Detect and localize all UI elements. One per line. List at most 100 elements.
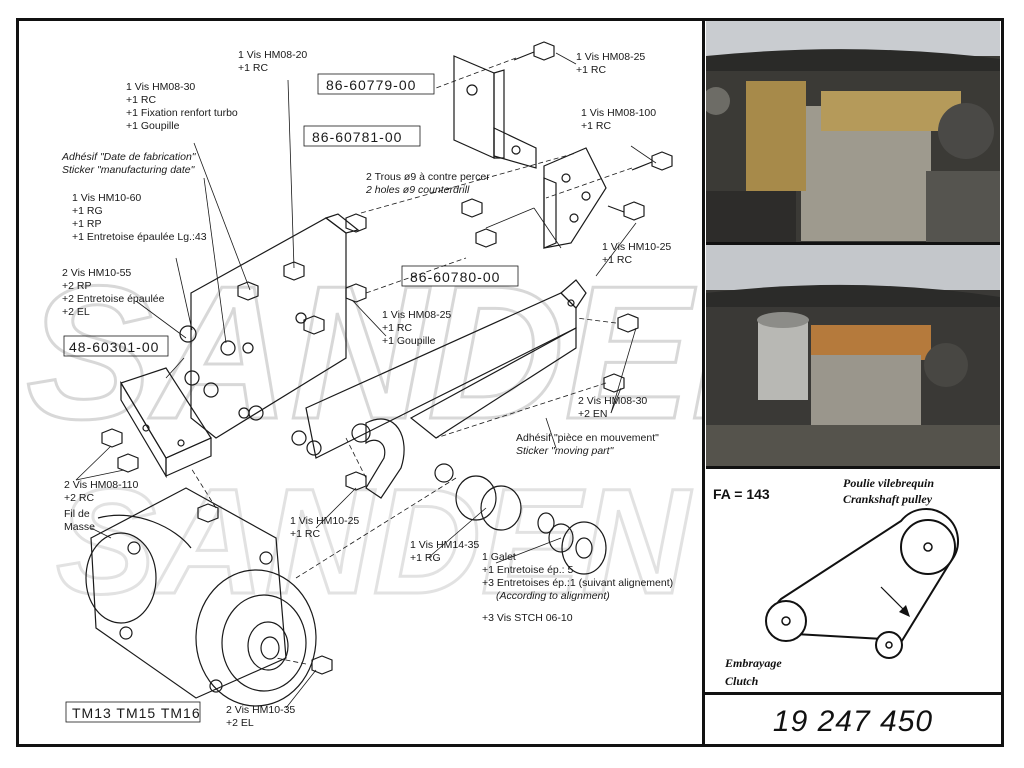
svg-text:+2 Entretoise épaulée: +2 Entretoise épaulée (62, 293, 165, 305)
svg-text:+1 RC: +1 RC (602, 254, 632, 266)
bolts (101, 41, 673, 675)
svg-text:48-60301-00: 48-60301-00 (69, 339, 159, 355)
svg-text:2 Vis HM10-55: 2 Vis HM10-55 (62, 267, 131, 279)
callout-hm08-20: 1 Vis HM08-20 +1 RC (238, 49, 307, 74)
exploded-diagram: SANDEN SANDEN (25, 41, 704, 729)
svg-text:Sticker "manufacturing date": Sticker "manufacturing date" (62, 164, 196, 176)
bracket-plate-top (453, 55, 537, 169)
svg-text:1 Vis HM10-60: 1 Vis HM10-60 (72, 192, 141, 204)
svg-text:+1 Goupille: +1 Goupille (382, 335, 436, 347)
reference-number-drawing: 19 247 450 (773, 705, 933, 738)
belt-routing-diagram: FA = 143 Poulie vilebrequin Crankshaft p… (713, 476, 959, 688)
svg-text:Sticker "moving part": Sticker "moving part" (516, 445, 615, 457)
svg-text:1 Vis HM08-25: 1 Vis HM08-25 (576, 51, 645, 63)
callout-hm08-100: 1 Vis HM08-100 +1 RC (581, 107, 656, 132)
photo-1-drawing (706, 21, 1000, 242)
idler-pulley (875, 631, 903, 659)
svg-text:+1 RG: +1 RG (72, 205, 103, 217)
crankshaft-pulley (900, 519, 956, 575)
svg-text:+3 Vis STCH 06-10: +3 Vis STCH 06-10 (482, 612, 573, 624)
svg-text:2 Vis HM08-30: 2 Vis HM08-30 (578, 395, 647, 407)
callout-hm10-55: 2 Vis HM10-55 +2 RP +2 Entretoise épaulé… (62, 267, 165, 318)
callout-hm14-35: 1 Vis HM14-35 +1 RG (410, 539, 479, 564)
clutch-label-fr: Embrayage (724, 656, 782, 670)
idler-assembly (365, 418, 607, 575)
installation-photo-top (706, 21, 1000, 245)
callout-moving-part: Adhésif "pièce en mouvement" Sticker "mo… (516, 432, 659, 457)
svg-text:+1 Entretoise épaulée Lg.:43: +1 Entretoise épaulée Lg.:43 (72, 231, 207, 243)
svg-text:+1 RC: +1 RC (382, 322, 412, 334)
svg-text:+1 RC: +1 RC (126, 94, 156, 106)
compressor (85, 487, 317, 707)
callout-hm08-30-turbo: 1 Vis HM08-30 +1 RC +1 Fixation renfort … (126, 81, 238, 132)
photo-2-drawing (706, 245, 1000, 466)
callout-hm10-25-right: 1 Vis HM10-25 +1 RC (602, 241, 671, 266)
svg-text:TM13 TM15 TM16: TM13 TM15 TM16 (72, 705, 201, 721)
tension-arrow (880, 586, 906, 612)
svg-text:86-60780-00: 86-60780-00 (410, 269, 500, 285)
svg-text:+2 RP: +2 RP (62, 280, 91, 292)
leader-lines (75, 52, 657, 709)
svg-text:1 Vis HM08-25: 1 Vis HM08-25 (382, 309, 451, 321)
svg-text:+1 Goupille: +1 Goupille (126, 120, 180, 132)
belt-routing-panel: FA = 143 Poulie vilebrequin Crankshaft p… (705, 469, 1001, 695)
callout-counterdrill: 2 Trous ø9 à contre percer 2 holes ø9 co… (365, 171, 490, 196)
svg-text:Adhésif "pièce en mouvement": Adhésif "pièce en mouvement" (516, 432, 659, 444)
callout-ground-wire: Fil de Masse (64, 508, 95, 533)
svg-text:+1 RC: +1 RC (238, 62, 268, 74)
callout-hm08-110: 2 Vis HM08-110 +2 RC (64, 479, 138, 504)
watermark-2: SANDEN (56, 457, 692, 625)
svg-text:+1 Fixation renfort turbo: +1 Fixation renfort turbo (126, 107, 238, 119)
bracket-right-small (543, 147, 607, 249)
page-frame (16, 18, 1004, 747)
svg-text:1 Vis HM10-25: 1 Vis HM10-25 (602, 241, 671, 253)
svg-text:Fil de: Fil de (64, 508, 90, 520)
part-number-86-60781: 86-60781-00 (303, 125, 421, 147)
svg-text:1 Vis HM08-20: 1 Vis HM08-20 (238, 49, 307, 61)
svg-text:+2 EL: +2 EL (226, 717, 254, 729)
clutch-pulley (765, 600, 807, 642)
svg-text:1 Vis HM14-35: 1 Vis HM14-35 (410, 539, 479, 551)
svg-text:86-60779-00: 86-60779-00 (326, 77, 416, 93)
callout-hm08-25-top: 1 Vis HM08-25 +1 RC (576, 51, 645, 76)
callout-manufacturing-date: Adhésif "Date de fabrication" Sticker "m… (61, 151, 197, 176)
crankshaft-label-fr: Poulie vilebrequin (843, 476, 934, 490)
crankshaft-label-en: Crankshaft pulley (843, 492, 933, 506)
fa-value: FA = 143 (713, 486, 770, 502)
callout-hm10-35: 2 Vis HM10-35 +2 EL (226, 704, 295, 729)
svg-text:+2 RC: +2 RC (64, 492, 94, 504)
svg-text:+1 RC: +1 RC (290, 528, 320, 540)
callout-hm10-60: 1 Vis HM10-60 +1 RG +1 RP +1 Entretoise … (72, 192, 207, 243)
installation-photo-bottom (706, 245, 1000, 469)
clutch-label-en: Clutch (725, 674, 759, 688)
svg-text:2 holes ø9 counterdrill: 2 holes ø9 counterdrill (365, 184, 470, 196)
svg-text:1 Vis HM08-30: 1 Vis HM08-30 (126, 81, 195, 93)
svg-text:1 Vis HM08-100: 1 Vis HM08-100 (581, 107, 656, 119)
spacer-block (120, 367, 212, 479)
svg-text:+3 Entretoises ép.:1 (suivant: +3 Entretoises ép.:1 (suivant alignement… (482, 577, 673, 589)
compressor-models: TM13 TM15 TM16 (65, 701, 201, 723)
svg-text:(According to alignment): (According to alignment) (496, 590, 610, 602)
svg-text:+2 EL: +2 EL (62, 306, 90, 318)
svg-text:Masse: Masse (64, 521, 95, 533)
svg-text:Adhésif "Date de fabrication": Adhésif "Date de fabrication" (61, 151, 197, 163)
svg-text:+1 RG: +1 RG (410, 552, 441, 564)
svg-text:86-60781-00: 86-60781-00 (312, 129, 402, 145)
part-number-86-60780: 86-60780-00 (401, 265, 519, 287)
svg-text:1 Galet: 1 Galet (482, 551, 516, 563)
svg-text:+1 RP: +1 RP (72, 218, 101, 230)
svg-text:+1 RC: +1 RC (581, 120, 611, 132)
svg-text:+1 Entretoise ép.: 5: +1 Entretoise ép.: 5 (482, 564, 574, 576)
reference-panel: 19 247 450 (705, 695, 1001, 744)
svg-text:1 Vis HM10-25: 1 Vis HM10-25 (290, 515, 359, 527)
bracket-arm (305, 279, 587, 459)
assembly-lines (190, 57, 633, 665)
callout-hm08-30-en: 2 Vis HM08-30 +2 EN (578, 395, 647, 420)
reference-number: 19 247 450 (773, 705, 933, 738)
callout-hm08-25-mid: 1 Vis HM08-25 +1 RC +1 Goupille (382, 309, 451, 347)
panel-divider (702, 18, 705, 747)
part-number-48-60301: 48-60301-00 (63, 335, 169, 357)
svg-text:+2 EN: +2 EN (578, 408, 607, 420)
svg-text:+1 RC: +1 RC (576, 64, 606, 76)
callout-hm10-25-left: 1 Vis HM10-25 +1 RC (290, 515, 359, 540)
